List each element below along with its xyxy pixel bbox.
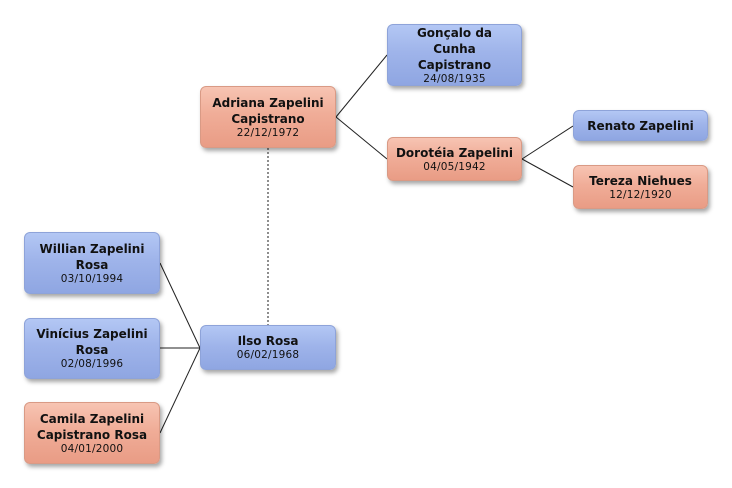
person-name: Rosa — [75, 257, 109, 272]
person-name: Camila Zapelini — [39, 411, 145, 426]
person-node-adriana[interactable]: Adriana Zapelini Capistrano 22/12/1972 — [200, 86, 336, 148]
connector-ilso-willian — [159, 262, 201, 349]
person-node-tereza[interactable]: Tereza Niehues 12/12/1920 — [573, 165, 708, 209]
person-node-camila[interactable]: Camila Zapelini Capistrano Rosa 04/01/20… — [24, 402, 160, 464]
person-name: Dorotéia Zapelini — [395, 145, 514, 160]
person-name: Willian Zapelini — [39, 241, 145, 256]
connector-doroteia-renato — [521, 125, 574, 160]
connector-adriana-goncalo — [335, 54, 388, 118]
person-date: 06/02/1968 — [236, 349, 300, 361]
connector-adriana-doroteia — [335, 116, 388, 160]
person-node-doroteia[interactable]: Dorotéia Zapelini 04/05/1942 — [387, 137, 522, 181]
person-date: 04/01/2000 — [60, 442, 124, 455]
person-date: 04/05/1942 — [423, 160, 486, 173]
person-node-willian[interactable]: Willian Zapelini Rosa 03/10/1994 — [24, 232, 160, 294]
person-name: Rosa — [75, 343, 109, 357]
person-name: Capistrano — [417, 57, 492, 72]
person-name: Ilso Rosa — [237, 334, 299, 348]
person-name: Capistrano — [231, 111, 305, 126]
person-date: 03/10/1994 — [60, 272, 124, 285]
person-name: Adriana Zapelini — [212, 95, 324, 110]
person-node-ilso[interactable]: Ilso Rosa 06/02/1968 — [200, 325, 336, 370]
person-node-renato[interactable]: Renato Zapelini — [573, 110, 708, 141]
connector-ilso-camila — [159, 347, 201, 434]
person-node-vinicius[interactable]: Vinícius Zapelini Rosa 02/08/1996 — [24, 318, 160, 379]
person-name: Gonçalo da Cunha — [416, 25, 493, 56]
person-date: 24/08/1935 — [423, 72, 486, 85]
person-node-goncalo[interactable]: Gonçalo da Cunha Capistrano 24/08/1935 — [387, 24, 522, 86]
person-date: 22/12/1972 — [236, 126, 300, 139]
person-name: Capistrano Rosa — [36, 427, 148, 442]
person-name: Vinícius Zapelini — [36, 327, 148, 341]
connector-doroteia-tereza — [521, 158, 574, 188]
person-date: 12/12/1920 — [609, 188, 672, 201]
person-date: 02/08/1996 — [60, 358, 124, 370]
person-name: Renato Zapelini — [587, 118, 694, 133]
person-name: Tereza Niehues — [589, 173, 692, 188]
